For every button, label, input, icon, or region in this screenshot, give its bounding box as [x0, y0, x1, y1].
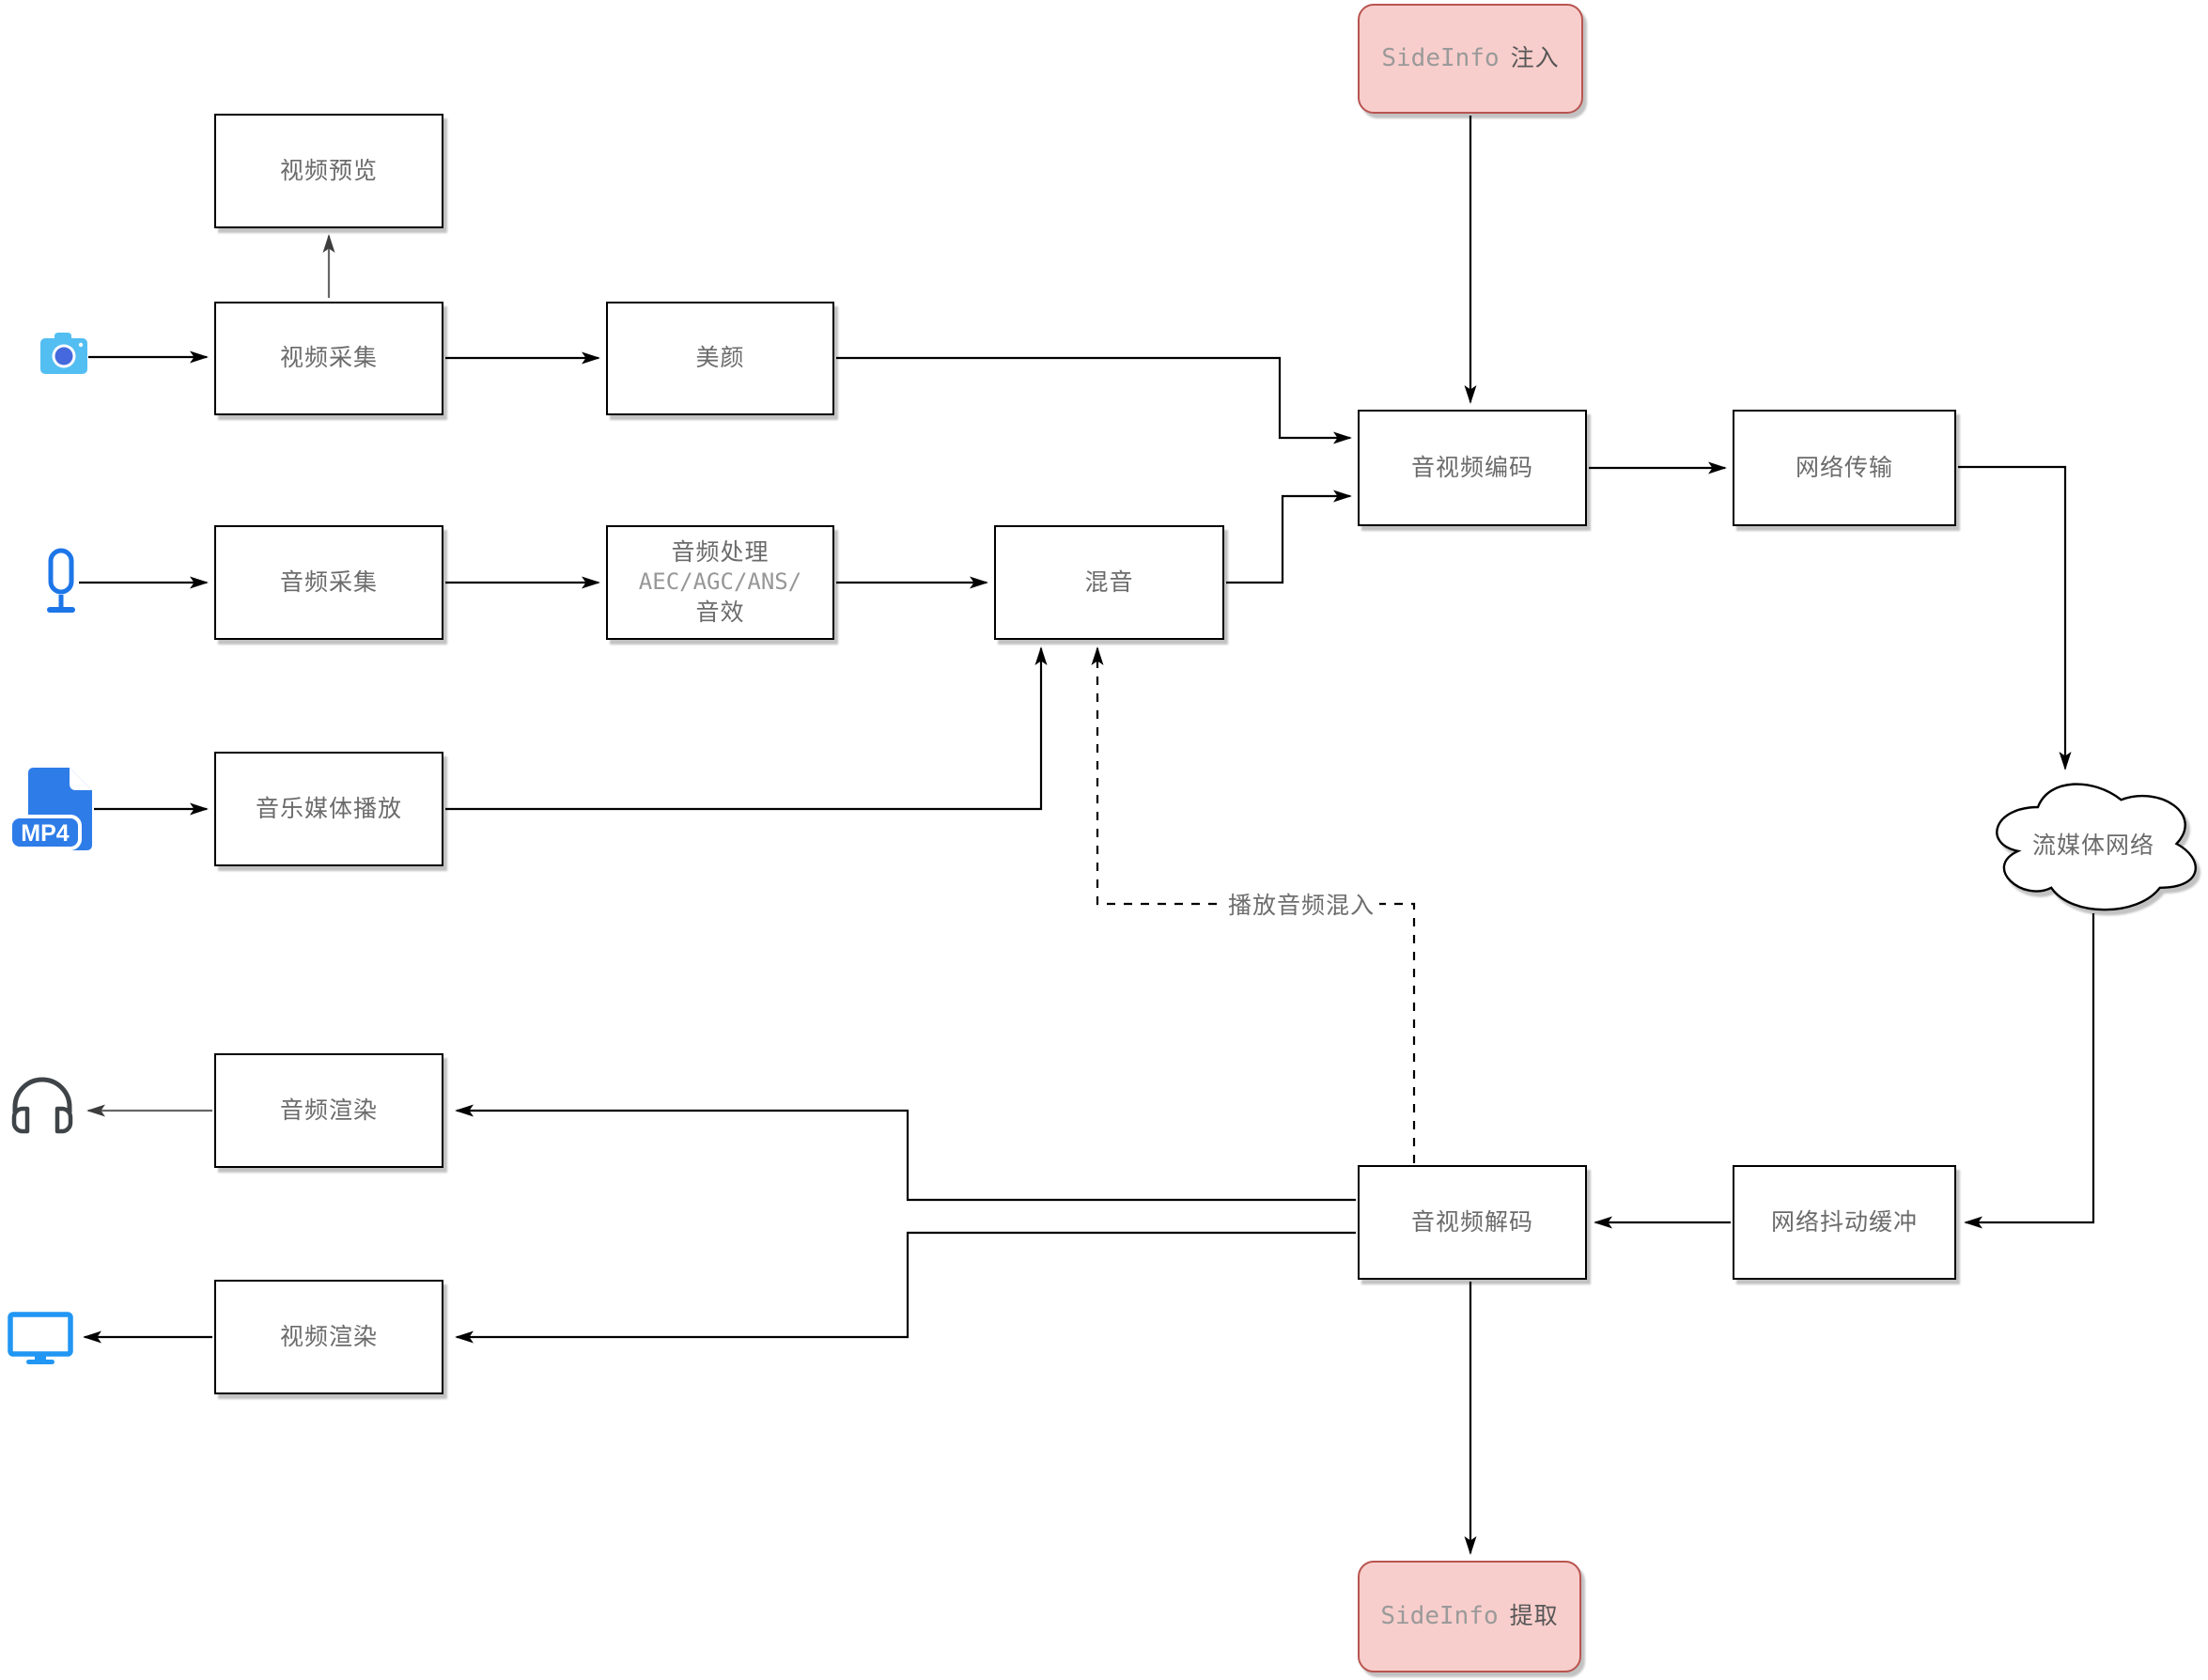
camera-icon — [39, 331, 88, 381]
node-av-decode: 音视频解码 — [1358, 1165, 1587, 1280]
node-label: 音视频编码 — [1410, 454, 1533, 481]
node-label: 音频采集 — [279, 568, 378, 596]
monitor-icon — [8, 1312, 73, 1371]
cloud-label: 流媒体网络 — [2031, 832, 2154, 859]
edge-mix-to-av-encode — [1226, 490, 1352, 584]
node-label-line2: AEC/AGC/ANS/ — [638, 568, 802, 596]
cloud-shape — [1996, 783, 2197, 911]
node-beauty-filter: 美颜 — [606, 302, 834, 415]
mp4-file-icon: MP4 — [8, 767, 94, 856]
node-label-cn: 提取 — [1509, 1603, 1559, 1630]
node-sideinfo-inject: SideInfo 注入 — [1358, 4, 1583, 114]
node-label-line3: 音效 — [695, 599, 745, 626]
node-sideinfo-extract: SideInfo 提取 — [1358, 1561, 1581, 1672]
node-label-cn: 注入 — [1510, 45, 1560, 72]
headphones-icon — [6, 1073, 79, 1151]
edge-beauty-to-av-encode — [836, 356, 1352, 444]
node-label: 视频渲染 — [279, 1323, 378, 1350]
edge-label-playback-mix: 播放音频混入 — [1223, 887, 1380, 921]
node-label-line1: 音频处理 — [671, 538, 770, 566]
node-label: 网络传输 — [1795, 454, 1893, 481]
edge-media-play-to-mix — [445, 646, 1048, 811]
edge-decode-to-audio-render — [455, 1104, 1356, 1202]
node-network-transmit: 网络传输 — [1733, 410, 1956, 526]
node-stream-network-cloud: 流媒体网络 — [1983, 770, 2204, 917]
edge-transmit-to-cloud — [1958, 465, 2072, 770]
node-audio-mix: 混音 — [994, 525, 1224, 640]
node-audio-capture: 音频采集 — [214, 525, 443, 640]
edge-cloud-to-jitter-buffer — [1964, 913, 2095, 1229]
node-label: 视频预览 — [279, 157, 378, 184]
node-label: 网络抖动缓冲 — [1770, 1208, 1918, 1236]
node-label: 音视频解码 — [1410, 1208, 1533, 1236]
node-label: 音频渲染 — [279, 1097, 378, 1124]
node-label: 视频采集 — [279, 345, 378, 372]
node-label: 美颜 — [695, 345, 745, 372]
edge-decode-to-video-render — [455, 1231, 1356, 1344]
microphone-icon — [42, 548, 80, 624]
node-label-latin: SideInfo — [1381, 43, 1500, 72]
node-label: 混音 — [1084, 568, 1134, 596]
mp4-badge-text: MP4 — [21, 820, 70, 847]
node-jitter-buffer: 网络抖动缓冲 — [1733, 1165, 1956, 1280]
node-video-preview: 视频预览 — [214, 114, 443, 228]
node-label-latin: SideInfo — [1380, 1601, 1499, 1630]
node-media-play: 音乐媒体播放 — [214, 752, 443, 866]
node-label: 音乐媒体播放 — [255, 795, 402, 822]
node-video-capture: 视频采集 — [214, 302, 443, 415]
node-av-encode: 音视频编码 — [1358, 410, 1587, 526]
node-audio-render: 音频渲染 — [214, 1053, 443, 1168]
node-video-render: 视频渲染 — [214, 1280, 443, 1394]
node-audio-process: 音频处理 AEC/AGC/ANS/ 音效 — [606, 525, 834, 640]
